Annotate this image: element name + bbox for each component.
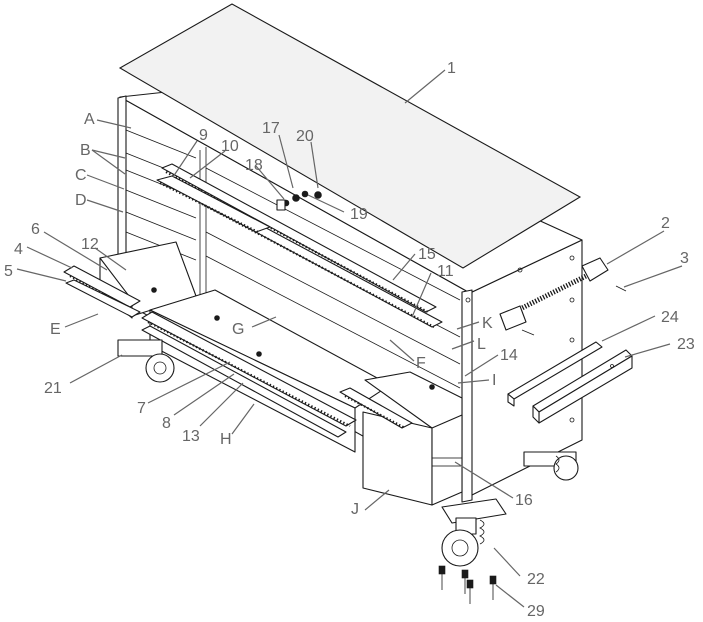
side-handle	[499, 257, 627, 336]
label-5: 5	[4, 263, 13, 280]
top-panel-part-1	[118, 3, 582, 269]
label-29: 29	[527, 603, 545, 620]
callout-labels: 1 2 3 4 5 6 7 8 9 10 11 12 13 14 15 16 1…	[4, 60, 695, 620]
front-left-caster	[117, 339, 175, 383]
label-15: 15	[418, 246, 436, 263]
label-21: 21	[44, 380, 62, 397]
label-C: C	[75, 167, 87, 184]
label-F: F	[416, 355, 426, 372]
label-12: 12	[81, 236, 99, 253]
label-H: H	[220, 431, 232, 448]
label-17: 17	[262, 120, 280, 137]
right-lower-drawer	[339, 371, 463, 506]
label-L: L	[477, 336, 486, 353]
label-1: 1	[447, 60, 456, 77]
label-20: 20	[296, 128, 314, 145]
label-E: E	[50, 321, 61, 338]
front-right-caster	[438, 498, 507, 604]
middle-open-drawer	[141, 289, 391, 453]
label-14: 14	[500, 347, 518, 364]
label-6: 6	[31, 221, 40, 238]
label-3: 3	[680, 250, 689, 267]
top-drawer-fronts	[156, 163, 443, 328]
left-open-drawer	[63, 241, 197, 319]
label-18: 18	[245, 157, 263, 174]
leader-lines	[16, 69, 683, 608]
label-2: 2	[661, 215, 670, 232]
label-B: B	[80, 142, 91, 159]
label-10: 10	[221, 138, 239, 155]
label-D: D	[75, 192, 87, 209]
rear-right-caster	[523, 451, 579, 481]
label-I: I	[492, 372, 496, 389]
label-J: J	[351, 501, 359, 518]
label-7: 7	[137, 400, 146, 417]
label-13: 13	[182, 428, 200, 445]
label-24: 24	[661, 309, 679, 326]
label-9: 9	[199, 127, 208, 144]
label-22: 22	[527, 571, 545, 588]
label-4: 4	[14, 241, 23, 258]
label-G: G	[232, 321, 244, 338]
label-23: 23	[677, 336, 695, 353]
label-K: K	[482, 315, 493, 332]
label-16: 16	[515, 492, 533, 509]
label-11: 11	[437, 263, 454, 280]
side-brackets	[507, 341, 633, 424]
label-8: 8	[162, 415, 171, 432]
label-19: 19	[350, 206, 368, 223]
label-A: A	[84, 111, 95, 128]
